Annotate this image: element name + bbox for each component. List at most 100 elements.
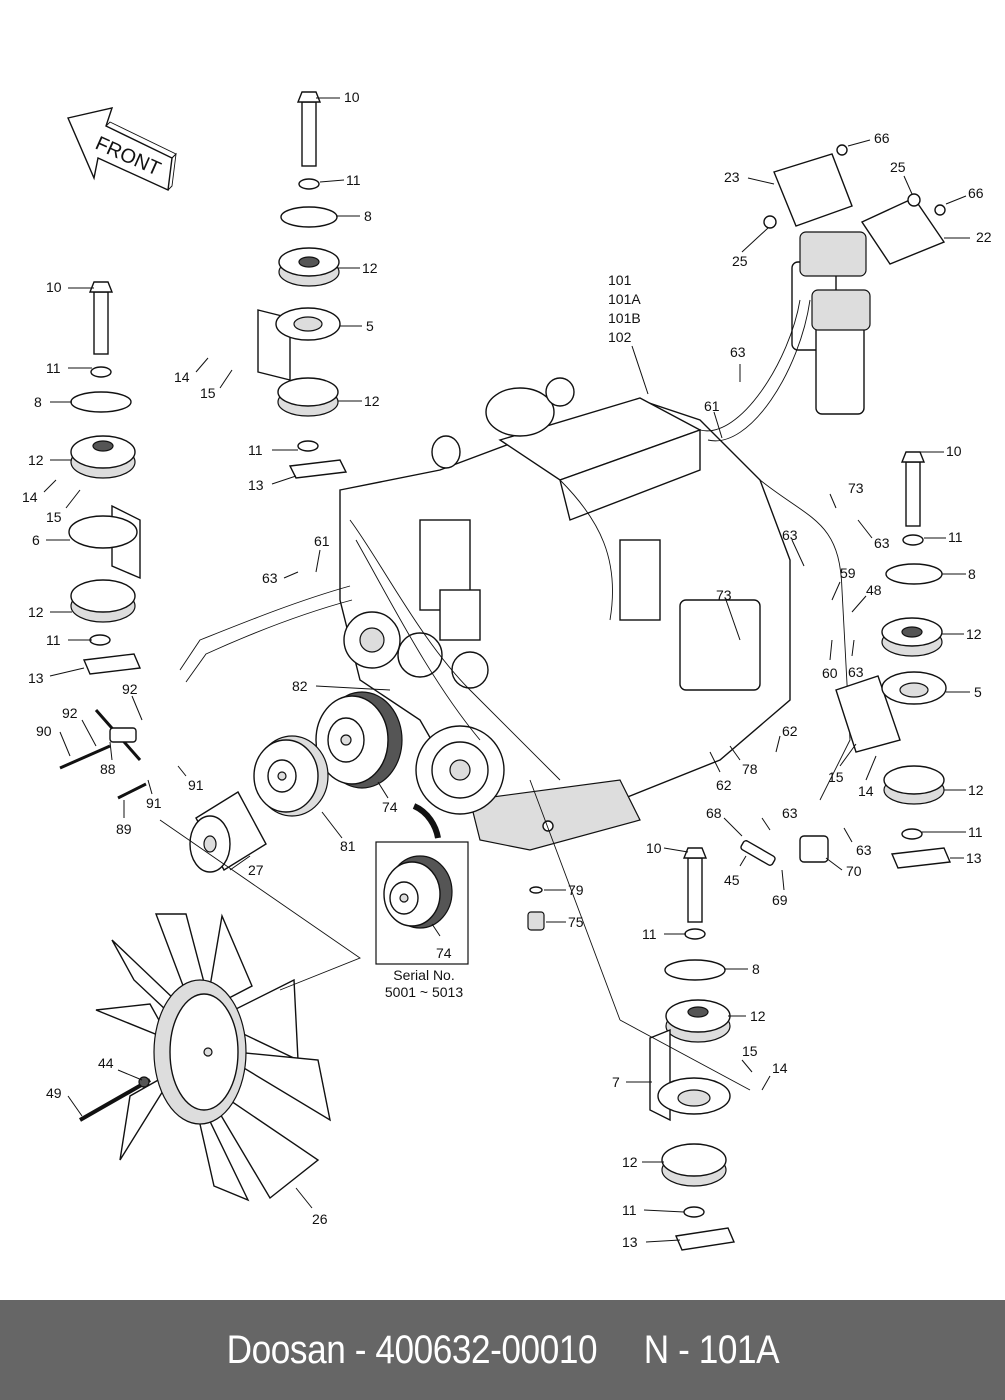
engine-label-101a: 101A (608, 291, 641, 307)
callout-label: 48 (866, 582, 882, 598)
callout-label: 5 (366, 318, 374, 334)
small-parts (59, 709, 829, 931)
callout-label: 12 (28, 604, 44, 620)
callout-label: 73 (848, 480, 864, 496)
callout-label: 7 (612, 1074, 620, 1090)
callout-label: 8 (752, 961, 760, 977)
callout-label: 11 (346, 172, 361, 188)
engine-label-101b: 101B (608, 310, 641, 326)
callout-label: 5 (974, 684, 982, 700)
front-arrow-icon: FRONT (67, 107, 177, 192)
callout-label: 15 (742, 1043, 758, 1059)
callout-label: 63 (782, 805, 798, 821)
callout-label: 15 (828, 769, 844, 785)
callout-label: 23 (724, 169, 740, 185)
callout-label: 12 (622, 1154, 638, 1170)
callout-label: 82 (292, 678, 308, 694)
engine-block (179, 299, 851, 851)
mount-stack-rear-right (529, 779, 751, 1251)
callout-label: 78 (742, 761, 758, 777)
callout-label: 11 (948, 529, 963, 545)
callout-label: 13 (248, 477, 264, 493)
callout-label: 12 (28, 452, 44, 468)
mount-stack-front-left (68, 281, 142, 675)
inset-part-label: 74 (436, 945, 452, 961)
callout-label: 14 (174, 369, 190, 385)
callout-label: 26 (312, 1211, 328, 1227)
callout-label: 8 (968, 566, 976, 582)
callout-label: 11 (642, 926, 657, 942)
callout-label: 92 (122, 681, 138, 697)
callout-label: 63 (730, 344, 746, 360)
callout-label: 12 (364, 393, 380, 409)
callout-label: 49 (46, 1085, 62, 1101)
callout-label: 25 (732, 253, 748, 269)
callout-label: 60 (822, 665, 838, 681)
callout-label: 92 (62, 705, 78, 721)
callout-label: 89 (116, 821, 132, 837)
callout-label: 79 (568, 882, 584, 898)
callout-label: 14 (858, 783, 874, 799)
callout-label: 22 (976, 229, 992, 245)
footer-bar: Doosan - 400632-00010 N - 101A (0, 1300, 1005, 1400)
callouts: 10 11 8 12 5 12 11 13 14 15 10 11 8 12 1… (22, 89, 992, 1250)
callout-label: 27 (248, 862, 264, 878)
callout-label: 12 (968, 782, 984, 798)
serial-title: Serial No. (393, 967, 454, 983)
callout-label: 88 (100, 761, 116, 777)
callout-label: 12 (362, 260, 378, 276)
callout-label: 61 (704, 398, 720, 414)
callout-label: 59 (840, 565, 856, 581)
callout-label: 91 (188, 777, 204, 793)
callout-label: 44 (98, 1055, 114, 1071)
engine-label-101: 101 (608, 272, 632, 288)
callout-label: 10 (46, 279, 62, 295)
callout-label: 11 (46, 360, 61, 376)
callout-label: 69 (772, 892, 788, 908)
callout-label: 13 (622, 1234, 638, 1250)
callout-label: 12 (750, 1008, 766, 1024)
callout-label: 91 (146, 795, 162, 811)
callout-label: 61 (314, 533, 330, 549)
callout-label: 62 (716, 777, 732, 793)
callout-label: 63 (848, 664, 864, 680)
mount-stack-front-right (835, 451, 952, 869)
callout-label: 11 (622, 1202, 637, 1218)
callout-label: 15 (200, 385, 216, 401)
callout-label: 13 (966, 850, 982, 866)
callout-label: 11 (46, 632, 61, 648)
engine-label-102: 102 (608, 329, 632, 345)
callout-label: 10 (344, 89, 360, 105)
callout-label: 15 (46, 509, 62, 525)
callout-label: 10 (646, 840, 662, 856)
callout-label: 63 (856, 842, 872, 858)
callout-label: 90 (36, 723, 52, 739)
callout-label: 63 (874, 535, 890, 551)
serial-range: 5001 ~ 5013 (385, 984, 463, 1000)
callout-label: 13 (28, 670, 44, 686)
callout-label: 8 (34, 394, 42, 410)
callout-label: 14 (22, 489, 38, 505)
callout-label: 66 (968, 185, 984, 201)
callout-label: 11 (968, 824, 983, 840)
callout-label: 25 (890, 159, 906, 175)
footer-part-reference: Doosan - 400632-00010 N - 101A (226, 1327, 779, 1372)
cooling-fan (79, 819, 361, 1202)
callout-label: 74 (382, 799, 398, 815)
mount-stack-rear-left (257, 91, 348, 479)
callout-label: 70 (846, 863, 862, 879)
callout-label: 81 (340, 838, 356, 854)
parts-diagram: FRONT (22, 89, 992, 1251)
fuel-filter-assembly (763, 144, 946, 415)
pulley-group (189, 691, 403, 873)
callout-label: 63 (782, 527, 798, 543)
callout-label: 10 (946, 443, 962, 459)
callout-label: 45 (724, 872, 740, 888)
callout-label: 12 (966, 626, 982, 642)
callout-label: 6 (32, 532, 40, 548)
callout-label: 63 (262, 570, 278, 586)
callout-label: 75 (568, 914, 584, 930)
callout-label: 68 (706, 805, 722, 821)
callout-label: 11 (248, 442, 263, 458)
callout-label: 66 (874, 130, 890, 146)
